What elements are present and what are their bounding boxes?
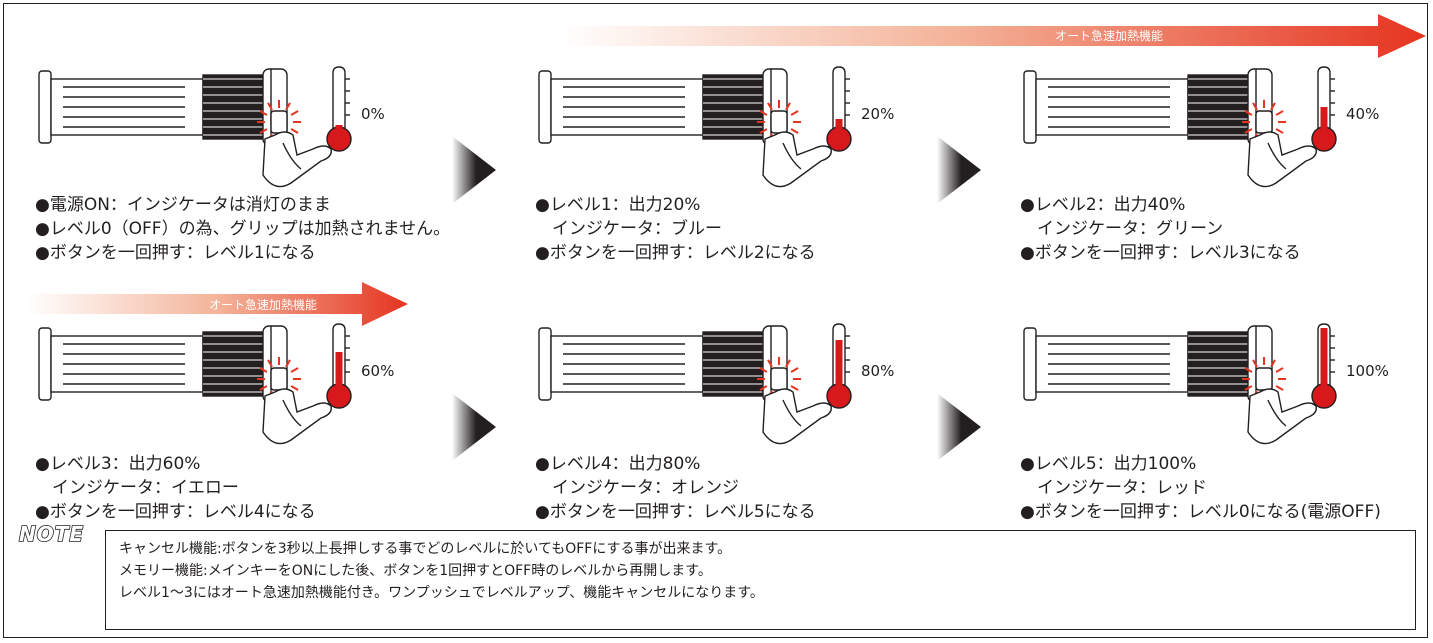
description-line: ●レベル3：出力60% (35, 454, 201, 474)
heated-grip-icon (35, 322, 335, 458)
thermometer-icon (1308, 65, 1342, 159)
step-arrow-icon (452, 136, 496, 204)
note-box: キャンセル機能:ボタンを3秒以上長押しする事でどのレベルに於いてもOFFにする事… (105, 530, 1416, 630)
description-line: ●ボタンを一回押す：レベル3になる (1020, 243, 1301, 263)
description-line: ●ボタンを一回押す：レベル5になる (535, 502, 816, 522)
note-line: メモリー機能:メインキーをONにした後、ボタンを1回押すとOFF時のレベルから再… (119, 563, 712, 579)
heat-percent: 0% (361, 105, 385, 123)
description-line: ●ボタンを一回押す：レベル0になる(電源OFF) (1020, 502, 1381, 522)
note-badge: NOTE (18, 521, 85, 547)
description-line: インジケータ：イエロー (35, 478, 239, 498)
heated-grip-icon (35, 65, 335, 201)
description-line: ●電源ON：インジケータは消灯のまま (35, 195, 331, 215)
diagram-frame (3, 3, 1428, 638)
description-line: インジケータ：レッド (1020, 478, 1207, 498)
level-description: ●レベル5：出力100% インジケータ：レッド ●ボタンを一回押す：レベル0になる… (1020, 452, 1381, 524)
description-line: ●ボタンを一回押す：レベル4になる (35, 502, 316, 522)
level-panel: 0% ●電源ON：インジケータは消灯のまま ●レベル0（OFF）の為、グリップは加熱… (35, 65, 455, 355)
level-description: ●レベル3：出力60% インジケータ：イエロー ●ボタンを一回押す：レベル4になる (35, 452, 316, 524)
description-line: ●レベル1：出力20% (535, 195, 701, 215)
level-description: ●レベル2：出力40% インジケータ：グリーン ●ボタンを一回押す：レベル3になる (1020, 193, 1301, 265)
auto-heat-arrow-bottom (26, 282, 408, 326)
description-line: ●レベル4：出力80% (535, 454, 701, 474)
level-panel: 40% ●レベル2：出力40% インジケータ：グリーン ●ボタンを一回押す：レベル3… (1020, 65, 1433, 355)
auto-heat-label-bottom: オート急速加熱機能 (209, 298, 318, 312)
note-line: キャンセル機能:ボタンを3秒以上長押しする事でどのレベルに於いてもOFFにする事… (119, 541, 732, 557)
heat-percent: 80% (861, 362, 895, 380)
thermometer-icon (323, 322, 357, 416)
auto-heat-arrow-top (560, 14, 1426, 58)
step-arrow-icon (937, 393, 981, 461)
level-description: ●レベル1：出力20% インジケータ：ブルー ●ボタンを一回押す：レベル2になる (535, 193, 816, 265)
heat-percent: 100% (1346, 362, 1389, 380)
heated-grip-icon (535, 322, 835, 458)
level-panel: 80% ●レベル4：出力80% インジケータ：オレンジ ●ボタンを一回押す：レベル5… (535, 322, 955, 612)
heated-grip-icon (535, 65, 835, 201)
step-arrow-icon (452, 393, 496, 461)
description-line: ●ボタンを一回押す：レベル1になる (35, 243, 316, 263)
description-line: ●ボタンを一回押す：レベル2になる (535, 243, 816, 263)
level-panel: 20% ●レベル1：出力20% インジケータ：ブルー ●ボタンを一回押す：レベル2に… (535, 65, 955, 355)
description-line: ●レベル2：出力40% (1020, 195, 1186, 215)
thermometer-icon (823, 322, 857, 416)
heat-percent: 40% (1346, 105, 1380, 123)
description-line: ●レベル0（OFF）の為、グリップは加熱されません。 (35, 219, 451, 239)
heated-grip-icon (1020, 65, 1320, 201)
note-line: レベル1〜3にはオート急速加熱機能付き。ワンプッシュでレベルアップ、機能キャンセ… (119, 585, 764, 601)
thermometer-icon (323, 65, 357, 159)
heat-percent: 20% (861, 105, 895, 123)
description-line: インジケータ：ブルー (535, 219, 722, 239)
heat-percent: 60% (361, 362, 395, 380)
thermometer-icon (823, 65, 857, 159)
thermometer-icon (1308, 322, 1342, 416)
description-line: インジケータ：グリーン (1020, 219, 1224, 239)
step-arrow-icon (937, 136, 981, 204)
heated-grip-icon (1020, 322, 1320, 458)
level-description: ●電源ON：インジケータは消灯のまま ●レベル0（OFF）の為、グリップは加熱され… (35, 193, 450, 265)
level-panel: 100% ●レベル5：出力100% インジケータ：レッド ●ボタンを一回押す：レベル… (1020, 322, 1433, 612)
auto-heat-label-top: オート急速加熱機能 (1055, 29, 1164, 43)
description-line: ●レベル5：出力100% (1020, 454, 1197, 474)
level-panel: 60% ●レベル3：出力60% インジケータ：イエロー ●ボタンを一回押す：レベル4… (35, 322, 455, 612)
description-line: インジケータ：オレンジ (535, 478, 739, 498)
level-description: ●レベル4：出力80% インジケータ：オレンジ ●ボタンを一回押す：レベル5になる (535, 452, 816, 524)
